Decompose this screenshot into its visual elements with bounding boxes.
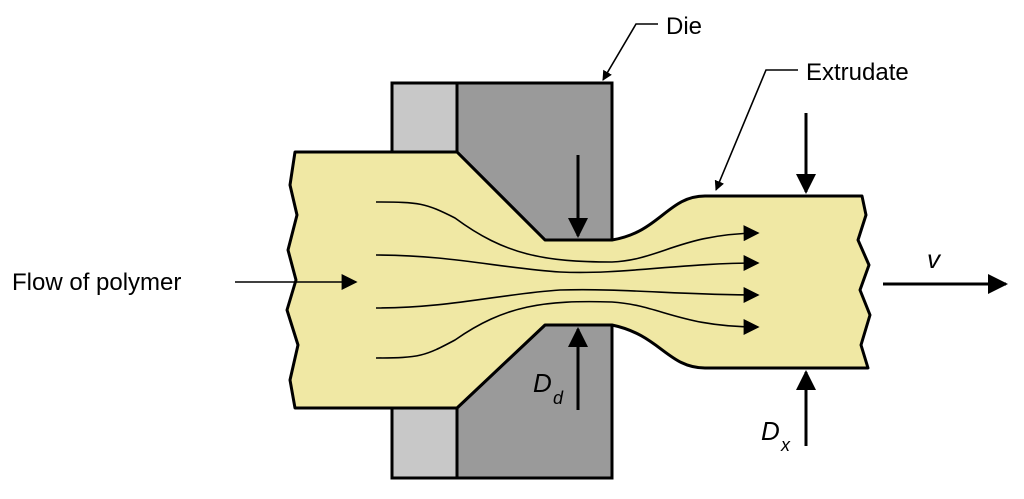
extrudate-label: Extrudate	[806, 59, 909, 86]
die-backing-bottom	[390, 406, 462, 480]
extrudate-leader-line	[714, 69, 798, 191]
flow-line	[375, 201, 760, 263]
svg-text:x: x	[780, 435, 791, 455]
extrudate-diameter-label: D x	[761, 416, 791, 455]
svg-text:D: D	[533, 368, 552, 398]
die-backing-top	[390, 81, 462, 154]
svg-text:D: D	[761, 416, 780, 446]
flow-lines	[375, 201, 760, 359]
die-label: Die	[666, 13, 702, 40]
die-diameter-label: D d	[533, 368, 564, 408]
die-body	[455, 81, 614, 480]
flow-line	[375, 254, 760, 274]
die-leader-line	[602, 23, 658, 81]
flow-of-polymer-label: Flow of polymer	[12, 269, 181, 296]
flow-line	[375, 286, 760, 309]
polymer-flow-body	[285, 150, 872, 410]
flow-line	[375, 300, 760, 359]
svg-text:d: d	[553, 388, 564, 408]
velocity-label: v	[927, 244, 942, 274]
